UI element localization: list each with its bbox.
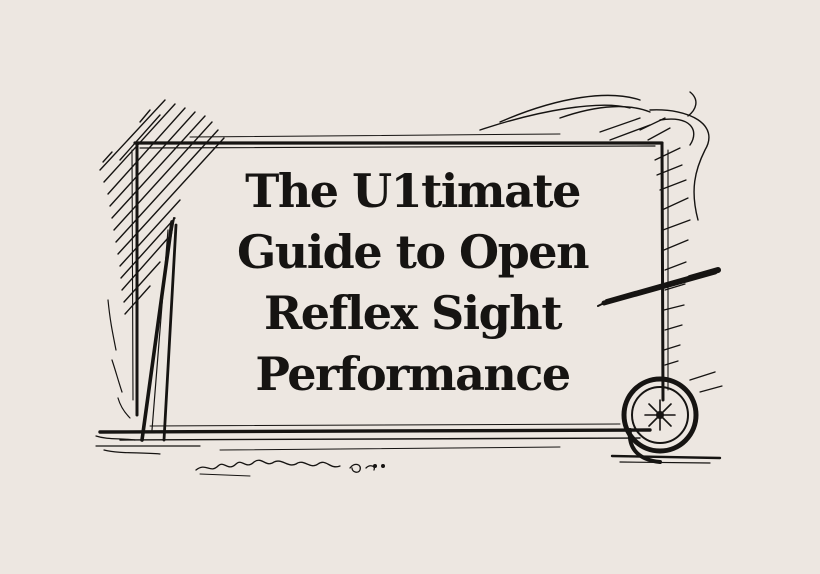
frame-top-edge <box>133 133 664 149</box>
illustration-title: The U1timate Guide to Open Reflex Sight … <box>150 150 675 415</box>
frame-left-edge <box>131 141 139 417</box>
title-line-3: Reflex Sight <box>263 285 563 340</box>
title-line-1: The U1timate <box>245 163 581 218</box>
swoosh-lines-top-right <box>479 91 710 221</box>
dots-bottom <box>373 464 385 468</box>
wave-scribble-bottom <box>195 459 376 477</box>
title-line-4: Performance <box>255 346 571 401</box>
frame-bottom-edge <box>95 423 652 451</box>
scribble-left-margin <box>95 299 161 455</box>
pencil-icon <box>597 267 721 307</box>
frame-right-edge <box>660 141 669 402</box>
title-line-2: Guide to Open <box>236 224 590 279</box>
vertical-post-left <box>140 217 178 442</box>
lens-compass-icon <box>610 371 723 464</box>
